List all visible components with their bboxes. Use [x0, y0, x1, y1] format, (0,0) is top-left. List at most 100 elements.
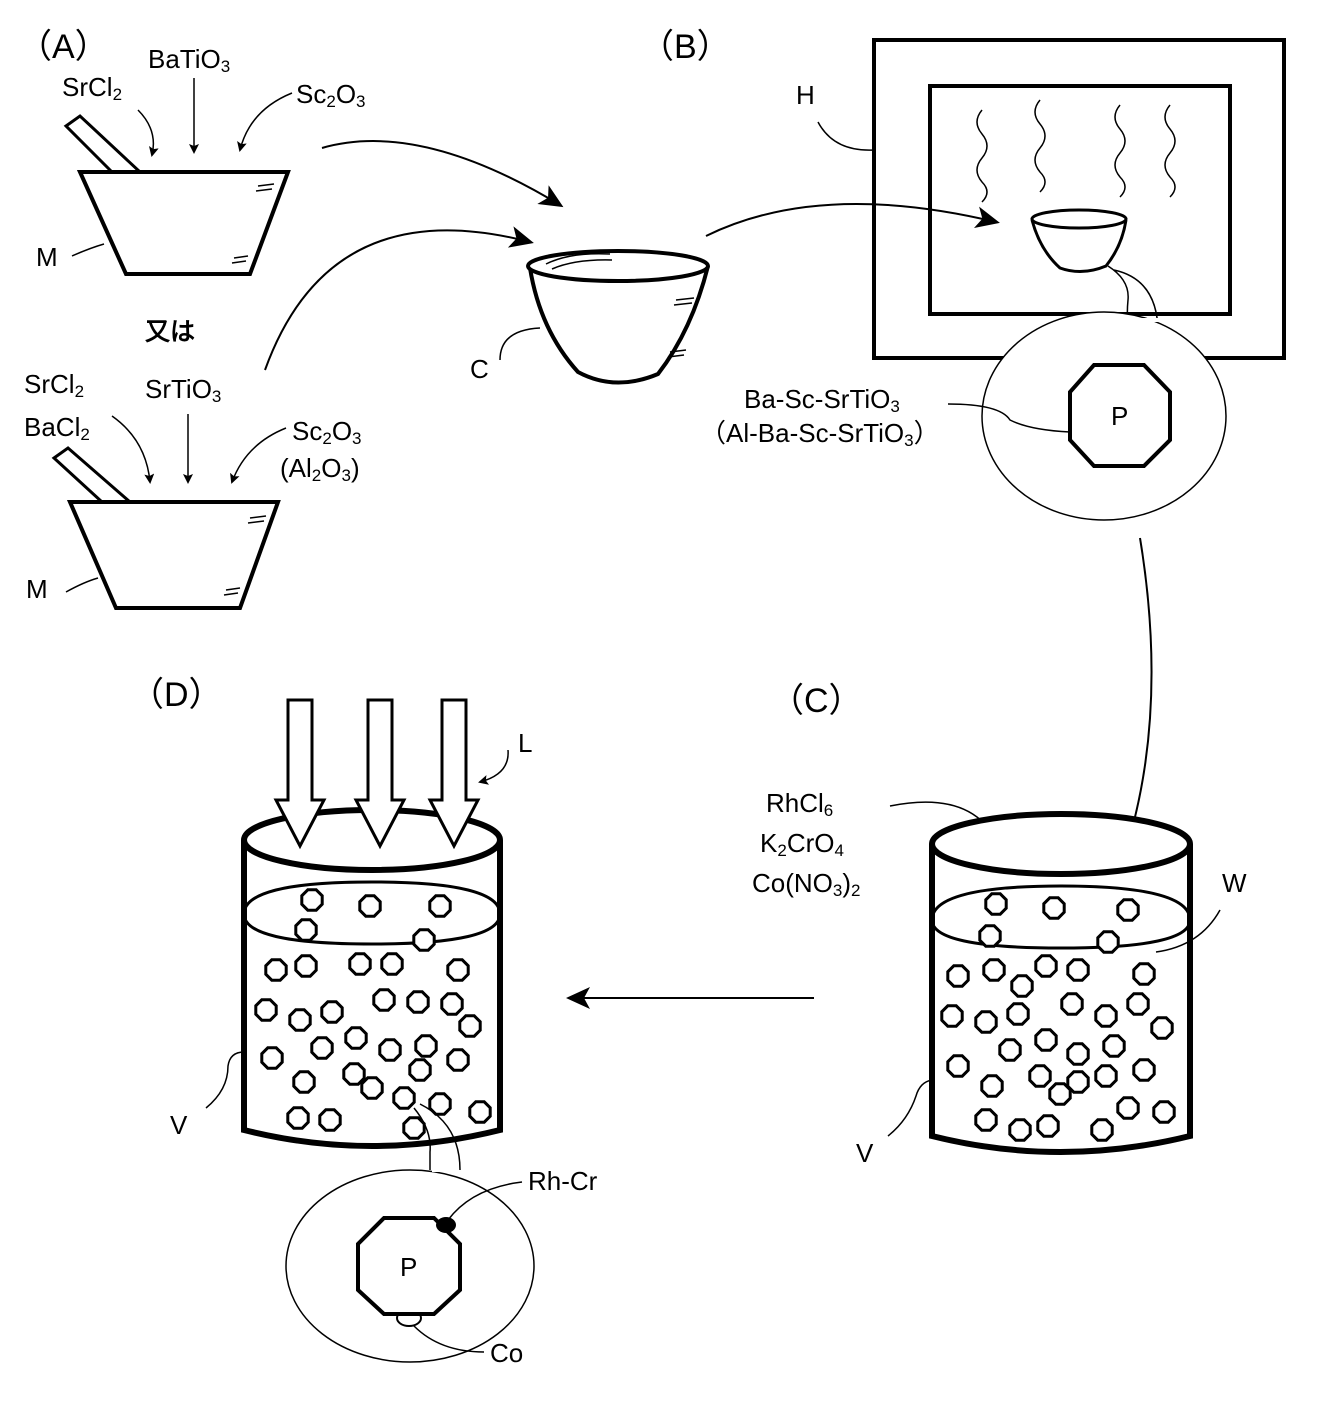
beaker-d-particle: [322, 1002, 342, 1022]
beaker-d-particle: [460, 1016, 480, 1036]
beaker-c-particle: [1068, 1072, 1088, 1092]
beaker-c-particle: [986, 894, 1006, 914]
beaker-d-particle: [360, 896, 380, 916]
beaker-c-particle: [976, 1110, 996, 1130]
beaker-c: [932, 814, 1190, 1152]
beaker-d-particle: [470, 1102, 490, 1122]
reagent-srcl2-bottom: SrCl2: [24, 369, 84, 401]
beaker-d-particle: [302, 890, 322, 910]
pestle-top: [66, 116, 140, 172]
beaker-c-particle: [948, 966, 968, 986]
beaker-d-particle: [374, 990, 394, 1010]
beaker-c-particle: [1104, 1036, 1124, 1056]
crucible-label: C: [470, 354, 489, 384]
beaker-d-particle: [296, 920, 316, 940]
arrow-sc2o3-top: [240, 93, 292, 150]
beaker-c-particle: [1154, 1102, 1174, 1122]
beaker-d-particle: [256, 1000, 276, 1020]
beaker-d-particle: [350, 954, 370, 974]
beaker-c-particle: [1096, 1006, 1116, 1026]
beaker-c-particle: [1118, 1098, 1138, 1118]
reagent-al2o3: (Al2O3): [280, 453, 360, 485]
beaker-c-particle: [1134, 1060, 1154, 1080]
product-label: Ba-Sc-SrTiO3: [744, 384, 900, 416]
mortar-body-bottom: [70, 502, 278, 608]
beaker-c-particle: [1012, 976, 1032, 996]
furnace-inner: [930, 86, 1230, 314]
light-label: L: [518, 728, 532, 758]
beaker-c-particle: [1134, 964, 1154, 984]
beaker-d-particle: [448, 1050, 468, 1070]
reagent-bacl2: BaCl2: [24, 412, 90, 444]
light-arrows: [276, 700, 478, 846]
leader-furnace: [818, 122, 874, 150]
beaker-c-particle: [1036, 956, 1056, 976]
beaker-d-particle: [320, 1110, 340, 1130]
furnace: [874, 40, 1284, 358]
arrow-b-to-c: [1122, 538, 1152, 862]
leader-crucible: [500, 328, 540, 360]
vessel-d-label: V: [170, 1110, 188, 1140]
heat-wave-2: [1035, 100, 1045, 192]
reagent-sc2o3-bottom: Sc2O3: [292, 416, 362, 448]
pestle-bottom: [54, 448, 130, 502]
beaker-c-particle: [982, 1076, 1002, 1096]
beaker-d-particle: [430, 896, 450, 916]
beaker-d-particle: [346, 1028, 366, 1048]
beaker-c-particle: [1044, 898, 1064, 918]
beaker-d-particle: [266, 960, 286, 980]
beaker-d-particle: [448, 960, 468, 980]
beaker-c-particle: [1152, 1018, 1172, 1038]
beaker-c-particle: [1118, 900, 1138, 920]
arrow-bottom-mortar-to-crucible: [265, 230, 530, 370]
mortar-bottom: [54, 448, 278, 608]
beaker-c-particle: [1008, 1004, 1028, 1024]
beaker-d-particle: [312, 1038, 332, 1058]
beaker-c-particle: [1000, 1040, 1020, 1060]
beaker-d-particle: [294, 1072, 314, 1092]
leader-vessel-d: [206, 1052, 244, 1108]
rh-cr-label: Rh-Cr: [528, 1166, 598, 1196]
leader-mortar-top: [72, 244, 104, 256]
particle-d-label: P: [400, 1252, 417, 1282]
beaker-c-particle: [942, 1006, 962, 1026]
mortar-top: [66, 116, 288, 274]
beaker-d-particle: [290, 1010, 310, 1030]
mortar-label-top: M: [36, 242, 58, 272]
beaker-c-particle: [984, 960, 1004, 980]
beaker-c-particle: [976, 1012, 996, 1032]
beaker-d-particle: [380, 1040, 400, 1060]
beaker-d-particle: [404, 1118, 424, 1138]
particle-b-label: P: [1111, 401, 1128, 431]
beaker-d-particle: [416, 1036, 436, 1056]
panel-c-label: （C）: [770, 682, 863, 720]
arrow-bacl2: [112, 416, 150, 482]
arrow-crucible-to-furnace: [706, 204, 996, 236]
beaker-c-particle: [1010, 1120, 1030, 1140]
or-text: 又は: [145, 317, 195, 346]
beaker-c-particle: [1096, 1066, 1116, 1086]
arrow-top-mortar-to-crucible: [322, 141, 560, 205]
beaker-c-particle: [1062, 994, 1082, 1014]
beaker-d-particle: [442, 994, 462, 1014]
crucible: [528, 251, 708, 383]
beaker-c-particle: [1128, 994, 1148, 1014]
product-alt-label: （Al-Ba-Sc-SrTiO3）: [700, 418, 940, 450]
beaker-c-particle: [1098, 932, 1118, 952]
crucible-in-furnace: [1032, 210, 1126, 272]
vessel-c-label: V: [856, 1138, 874, 1168]
beaker-c-particle: [1068, 960, 1088, 980]
beaker-d-particle: [410, 1060, 430, 1080]
beaker-d-particle: [362, 1078, 382, 1098]
mortar-body-top: [80, 172, 288, 274]
beaker-c-particle: [1092, 1120, 1112, 1140]
beaker-d-particle: [414, 930, 434, 950]
beaker-d-particle: [382, 954, 402, 974]
beaker-d-particle: [394, 1088, 414, 1108]
heat-wave-1: [977, 110, 987, 202]
beaker-c-particle: [1036, 1030, 1056, 1050]
heat-wave-3: [1115, 105, 1125, 197]
reagent-sc2o3-top: Sc2O3: [296, 79, 366, 111]
arrow-sc2o3-bottom: [232, 428, 286, 482]
